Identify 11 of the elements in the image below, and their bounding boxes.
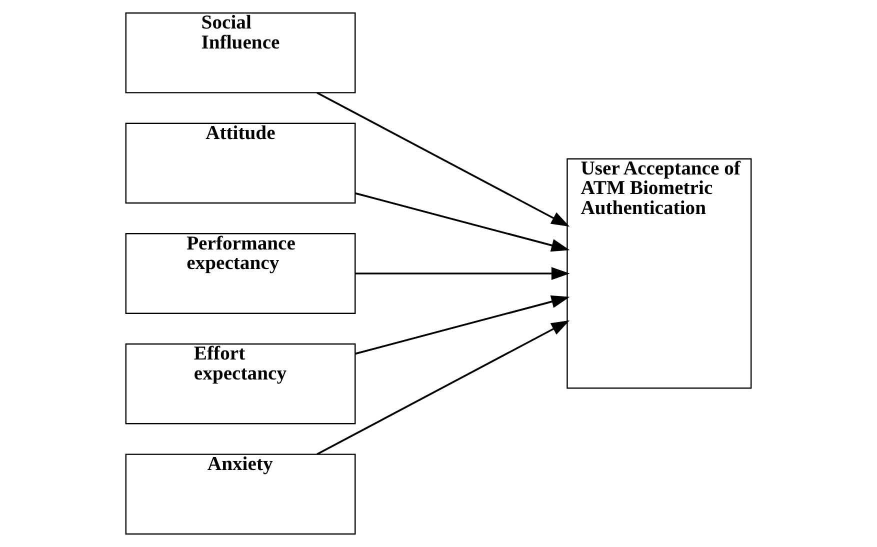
- node-box: Attitude: [125, 122, 356, 204]
- arrow: [355, 192, 570, 252]
- arrow: [355, 295, 570, 355]
- node-box: Social Influence: [125, 12, 356, 94]
- node-box: User Acceptance of ATM Biometric Authentication: [566, 158, 752, 389]
- node-box: Anxiety: [125, 454, 356, 535]
- arrow: [355, 267, 570, 280]
- node-box: Performance expectancy: [125, 233, 356, 314]
- node-box: Effort expectancy: [125, 343, 356, 424]
- arrow: [316, 320, 570, 455]
- arrow: [316, 92, 570, 227]
